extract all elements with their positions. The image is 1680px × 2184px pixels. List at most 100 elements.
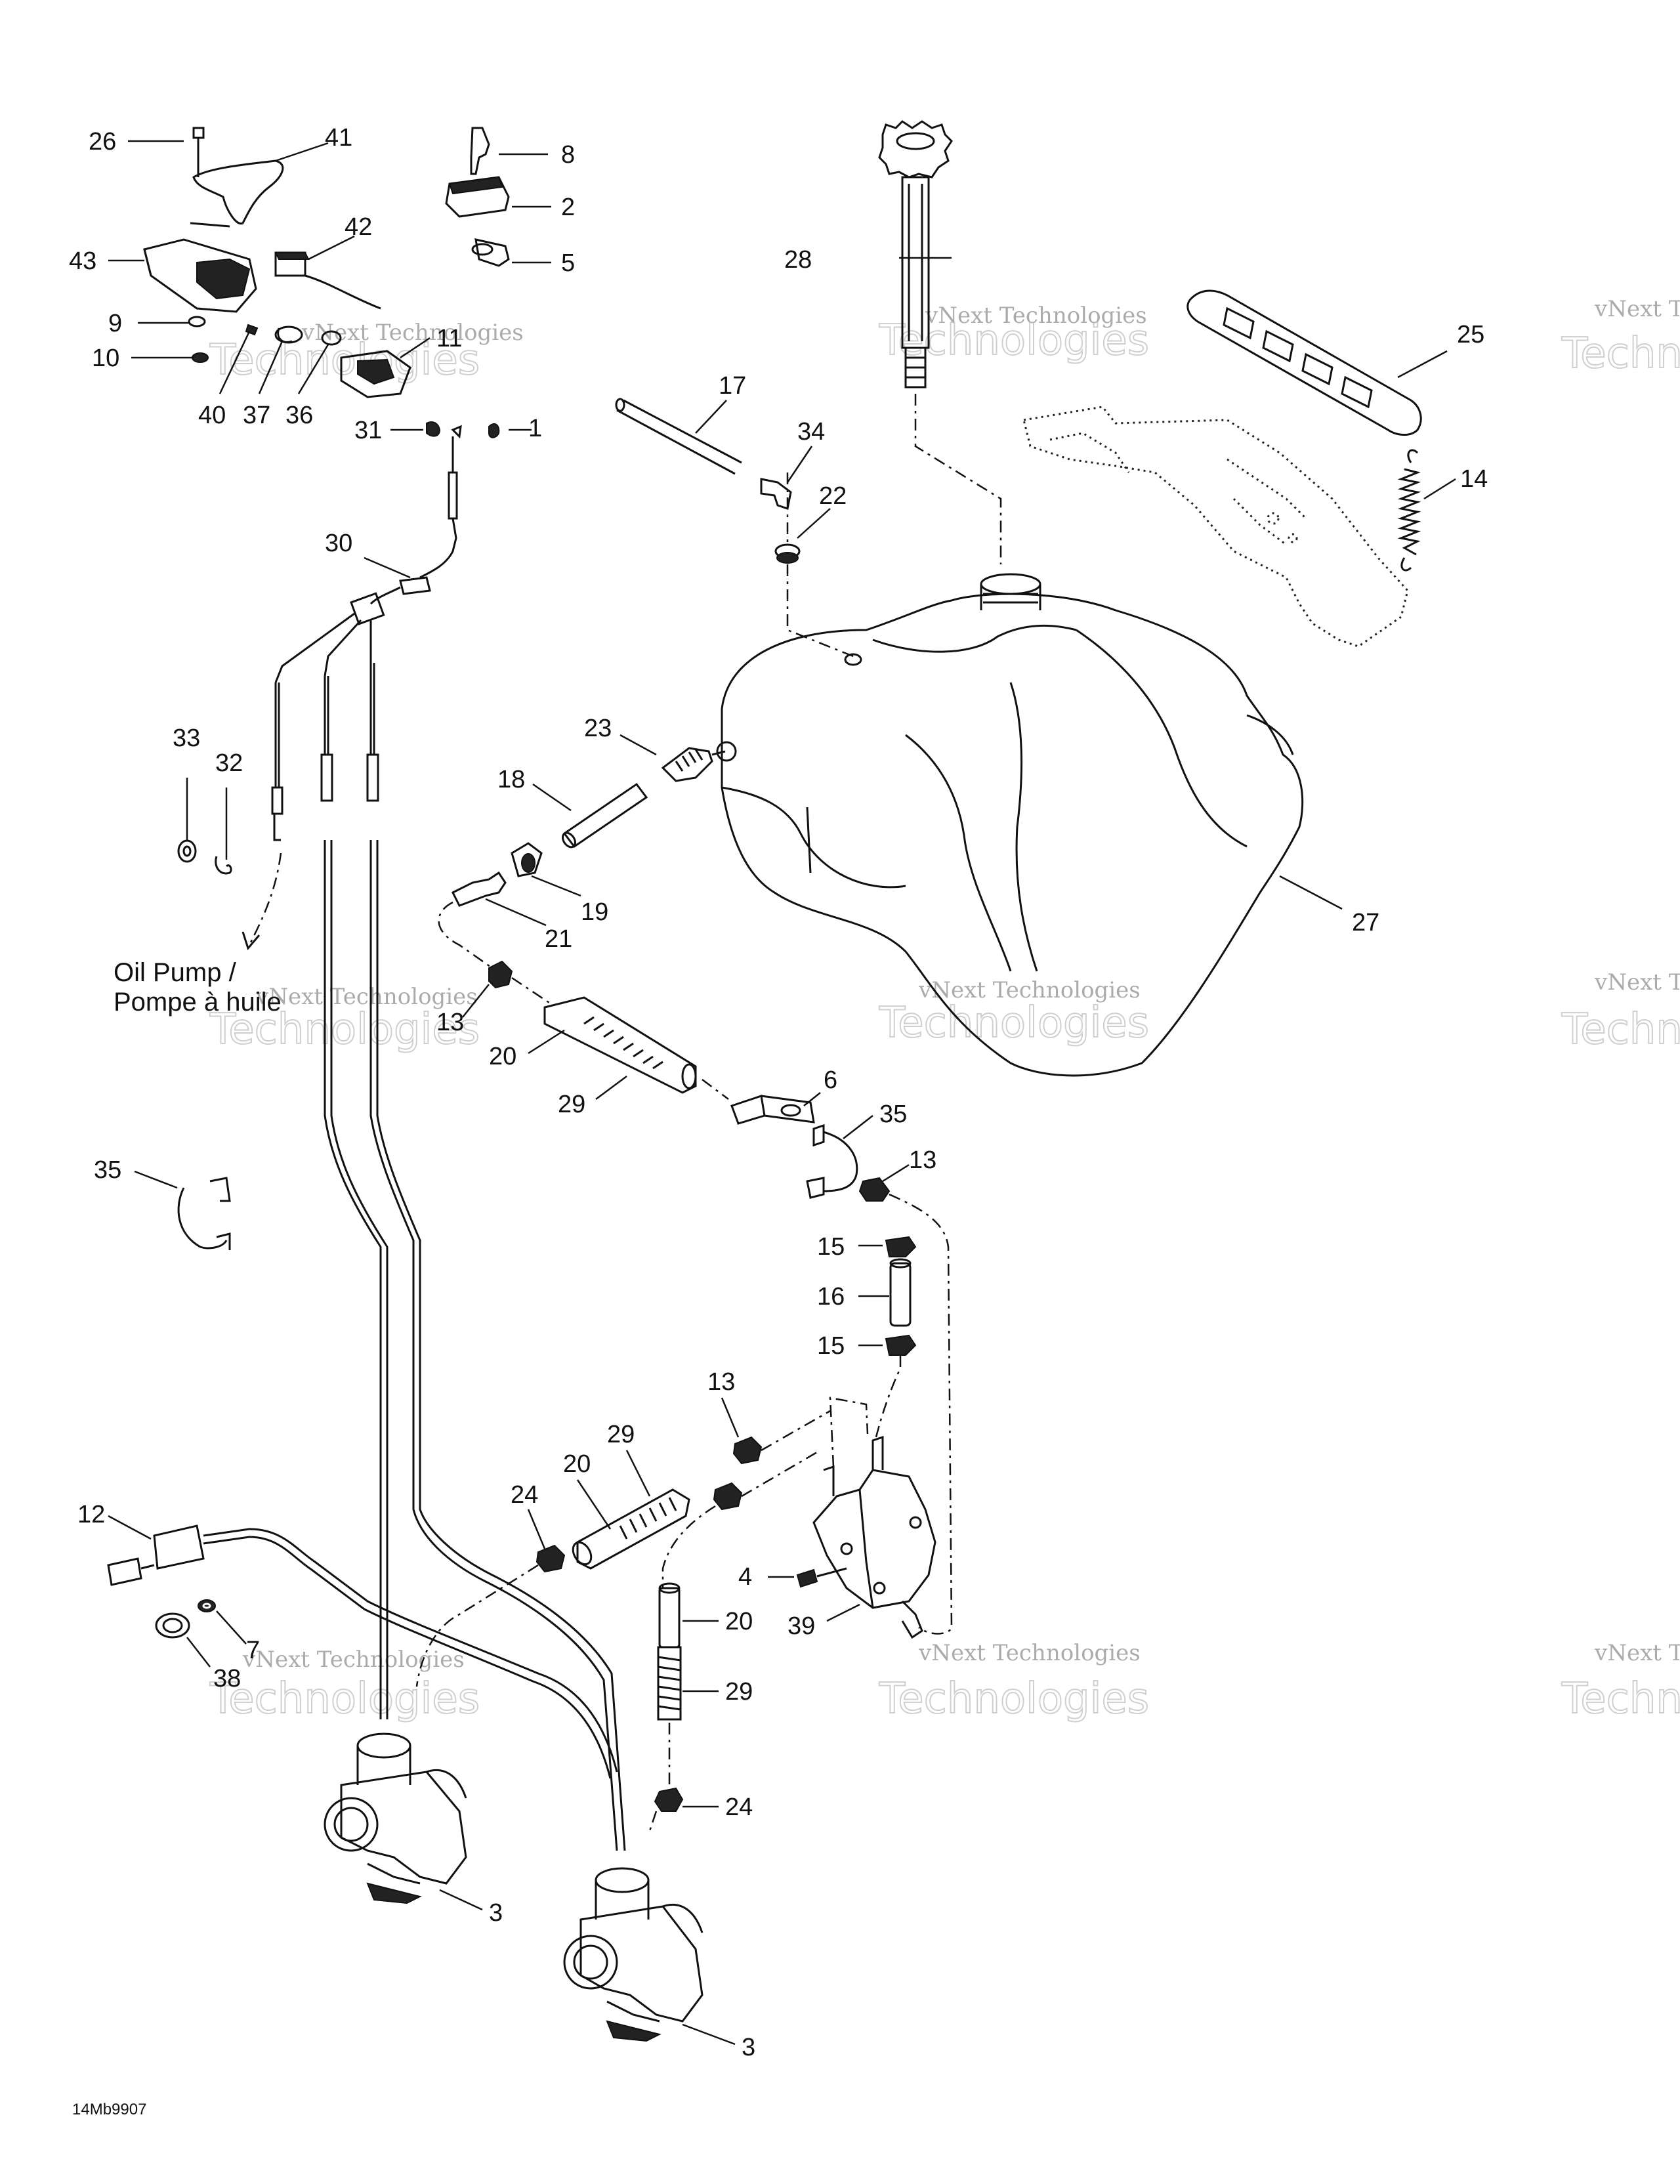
watermark-text: vNext Technologies [1594, 969, 1680, 996]
carburetor-left[interactable] [324, 1732, 467, 1904]
fuel-valve-fitting[interactable] [661, 747, 726, 782]
tension-spring[interactable] [1397, 449, 1421, 572]
callout-29-upper: 29 [558, 1091, 585, 1118]
washer-pair[interactable] [177, 839, 232, 875]
callout-25: 25 [1457, 321, 1484, 348]
cable-clip-left[interactable] [177, 1177, 231, 1250]
callout-10: 10 [92, 345, 119, 372]
callout-1: 1 [528, 415, 542, 442]
callout-4: 4 [738, 1563, 752, 1591]
oil-pump-cable-route [248, 852, 282, 946]
callout-12: 12 [77, 1501, 105, 1528]
pump-route-lower [741, 1410, 831, 1498]
callout-23: 23 [584, 715, 612, 742]
vent-hose[interactable] [615, 398, 742, 475]
callout-15-upper: 15 [817, 1233, 845, 1261]
callout-13-right: 13 [909, 1146, 936, 1174]
callout-40: 40 [198, 402, 226, 429]
callout-13-upper: 13 [436, 1009, 464, 1036]
callout-9: 9 [108, 310, 122, 337]
throttle-cable-upper[interactable] [274, 421, 500, 683]
callout-19: 19 [581, 898, 608, 926]
callout-14: 14 [1460, 465, 1488, 493]
fuel-route-right [889, 1193, 953, 1635]
hose-clamp-24-right[interactable] [654, 1787, 684, 1812]
hose-clamp-right[interactable] [858, 1177, 891, 1202]
callout-31: 31 [354, 417, 382, 444]
frame-outline [1022, 406, 1409, 648]
fuel-route-to-carb-left [415, 1564, 539, 1687]
callout-28: 28 [784, 246, 812, 274]
hose-holder[interactable] [730, 1095, 815, 1125]
callout-33: 33 [173, 724, 200, 752]
callout-35-left: 35 [94, 1156, 121, 1184]
hose-clamp-upper[interactable] [488, 960, 513, 989]
pump-screw[interactable] [796, 1567, 847, 1588]
watermark-text: vNext Technologies [1594, 296, 1680, 322]
fuel-route-to-carb-right [648, 1723, 671, 1832]
callout-8: 8 [561, 141, 575, 169]
callout-21: 21 [545, 925, 572, 953]
fuel-route-filter-pump [875, 1355, 902, 1438]
callout-34: 34 [797, 418, 825, 446]
vent-grommet[interactable] [774, 543, 801, 564]
watermark-text: Technologies [209, 1005, 480, 1054]
fuel-hose-upper[interactable] [543, 996, 697, 1094]
callout-29-vertical: 29 [725, 1678, 753, 1706]
fuel-filter[interactable] [889, 1258, 912, 1327]
fuel-tank[interactable] [716, 573, 1304, 1077]
callout-41: 41 [325, 124, 352, 152]
callout-29-lower: 29 [607, 1421, 635, 1448]
watermark-text: Technologies [1561, 1005, 1680, 1054]
callout-26: 26 [89, 128, 116, 156]
callout-32: 32 [215, 749, 243, 777]
callout-27: 27 [1352, 909, 1379, 936]
watermark-text: vNext Technologies [918, 1640, 1141, 1666]
leader-lines [108, 140, 1456, 2046]
watermark-text: Technologies [209, 1675, 480, 1723]
hose-clamp-lower-a[interactable] [732, 1436, 763, 1465]
fuel-hose-lower-left[interactable] [570, 1488, 690, 1570]
watermark-text: vNext Technologies [925, 303, 1147, 329]
callout-42: 42 [345, 213, 372, 241]
fuel-pump[interactable] [812, 1435, 936, 1639]
fuel-route-upper [786, 472, 854, 658]
carburetor-throttle-cables[interactable] [324, 840, 626, 1851]
watermark-text: Technologies [879, 999, 1149, 1047]
watermark-text: vNext Technologies [1594, 1640, 1680, 1666]
fuel-nipple[interactable] [451, 871, 507, 907]
callout-20-upper: 20 [489, 1043, 516, 1070]
cable-end-fittings[interactable] [271, 663, 379, 841]
callout-3-left: 3 [489, 1899, 503, 1927]
oil-pump-note-line1: Oil Pump / [114, 958, 237, 987]
cable-clip-right[interactable] [806, 1124, 858, 1199]
callout-15-lower: 15 [817, 1332, 845, 1360]
fuel-level-gauge[interactable] [878, 120, 953, 388]
filter-clamp-upper[interactable] [885, 1236, 917, 1257]
callout-22: 22 [819, 482, 847, 510]
hose-clamp-lower-b[interactable] [713, 1482, 743, 1511]
carburetor-right[interactable] [563, 1867, 704, 2042]
fuel-route-center [662, 1505, 716, 1588]
choke-cable[interactable] [107, 1524, 618, 1779]
callout-20-vertical: 20 [725, 1608, 753, 1635]
callout-39: 39 [788, 1612, 815, 1640]
fuel-route-29-6 [702, 1079, 729, 1100]
callout-6: 6 [824, 1066, 837, 1094]
filter-clamp-lower[interactable] [885, 1334, 917, 1356]
switch-assembly[interactable] [445, 127, 510, 267]
fuel-hose-short[interactable] [560, 782, 648, 849]
tank-strap[interactable] [1186, 289, 1422, 436]
fuel-hose-vertical[interactable] [657, 1582, 682, 1721]
callout-24-right: 24 [725, 1794, 753, 1821]
watermark-text: vNext Technologies [918, 977, 1141, 1003]
vent-elbow-fitting[interactable] [760, 478, 792, 510]
fuel-grommet[interactable] [511, 842, 543, 877]
hose-clamp-24-left[interactable] [536, 1544, 566, 1573]
watermark-text: Technologies [1561, 329, 1680, 378]
fuel-route-21-13 [438, 901, 493, 969]
callout-3-right: 3 [742, 2034, 755, 2061]
callout-labels: 26 41 8 2 5 42 43 9 10 11 40 37 36 31 1 … [69, 124, 1488, 2061]
callout-20-lower: 20 [563, 1450, 591, 1478]
